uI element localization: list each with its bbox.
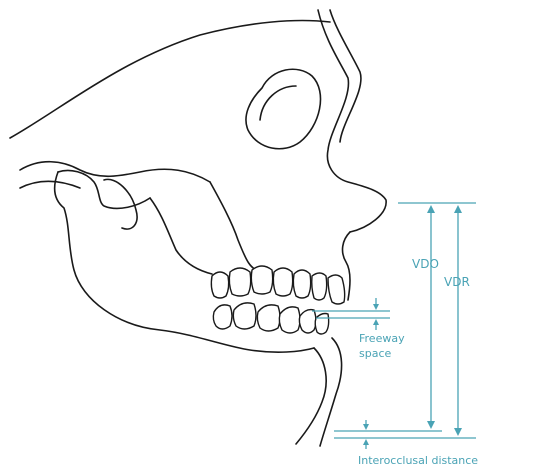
interocclusal-arrow-top xyxy=(363,424,369,430)
interocclusal-label: Interocclusal distance xyxy=(358,454,478,467)
zygomatic-arch xyxy=(19,160,211,183)
freeway-arrow-top xyxy=(373,304,379,310)
freeway-arrow-bottom xyxy=(373,319,379,325)
upper-premolar-1 xyxy=(272,267,294,297)
lower-premolar-1 xyxy=(278,306,301,334)
chin-contour xyxy=(295,347,327,445)
mandible-lower-border xyxy=(53,171,315,353)
ramus-anterior xyxy=(149,197,213,275)
nasal-inner-line xyxy=(329,9,362,143)
interocclusal-arrow-bottom xyxy=(363,439,369,445)
vdo-label: VDO xyxy=(412,257,439,271)
maxilla-front xyxy=(341,231,351,301)
chin-front-contour xyxy=(319,337,343,447)
condyle xyxy=(57,169,151,210)
lower-molar-3 xyxy=(256,304,281,332)
vdr-arrow-top xyxy=(454,205,462,213)
upper-molar-1 xyxy=(210,271,230,299)
upper-molar-2 xyxy=(228,267,252,297)
lower-premolar-2 xyxy=(298,308,317,334)
upper-canine xyxy=(311,272,328,301)
measurement-lines xyxy=(312,202,476,449)
orbit xyxy=(245,68,322,150)
vdr-label: VDR xyxy=(444,275,470,289)
upper-teeth xyxy=(210,265,346,305)
orbit-inner xyxy=(259,85,297,121)
vdo-arrow-top xyxy=(427,205,435,213)
zygomatic-lower xyxy=(19,180,81,189)
lower-incisor xyxy=(314,312,330,335)
freeway-label-line1: Freeway xyxy=(359,332,405,345)
coronoid-process xyxy=(103,178,138,230)
freeway-label-line2: space xyxy=(359,347,392,360)
skull-outline xyxy=(9,9,387,447)
upper-incisor xyxy=(327,274,346,305)
lower-molar-2 xyxy=(232,302,257,330)
nasal-profile xyxy=(317,9,387,233)
upper-premolar-2 xyxy=(292,269,312,299)
vdo-arrow-bottom xyxy=(427,421,435,429)
lower-molar-1 xyxy=(212,304,233,330)
maxilla-back xyxy=(209,181,263,273)
upper-molar-3 xyxy=(250,265,274,295)
lower-teeth xyxy=(212,302,330,335)
vdr-arrow-bottom xyxy=(454,428,462,436)
cranium-contour xyxy=(9,19,331,139)
